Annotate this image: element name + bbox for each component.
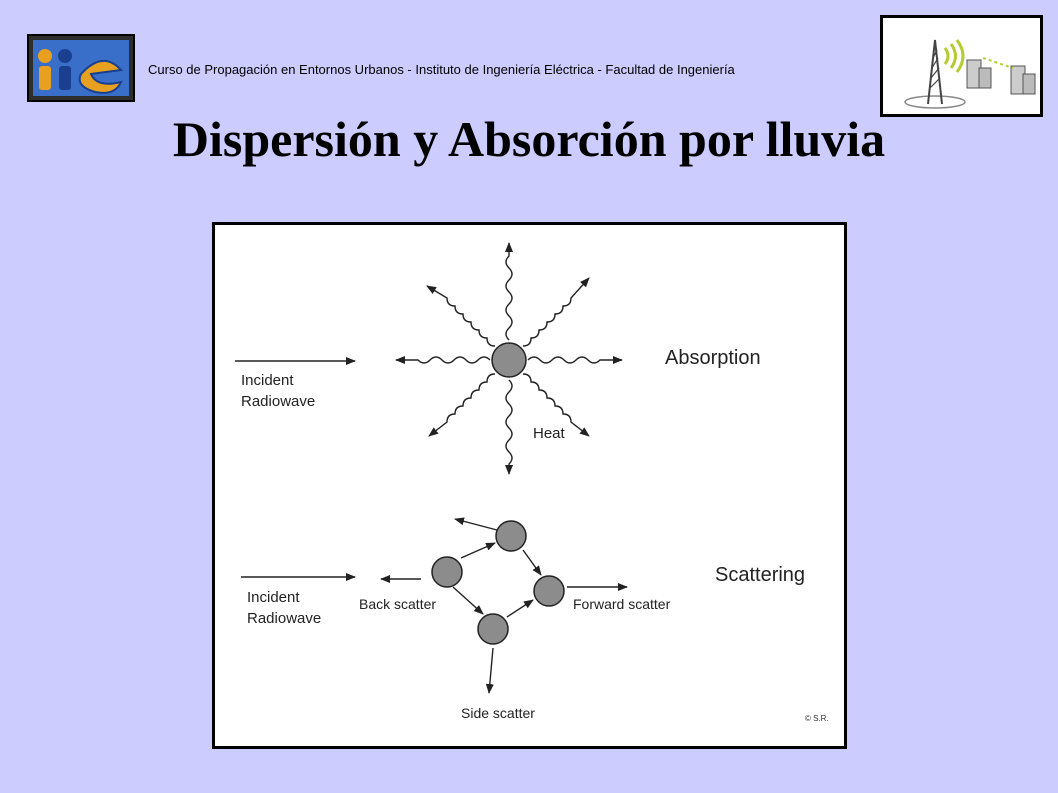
side-scatter-arrow — [485, 647, 494, 694]
rain-figure: Incident Radiowave — [212, 222, 847, 749]
scatter-arrow-1-to-bottom — [452, 586, 484, 615]
scattering-incident-line1: Incident — [247, 589, 300, 606]
scatter-raindrop-bottom — [477, 613, 509, 645]
scatter-arrow-top-out — [454, 517, 498, 531]
scatter-raindrop-left — [431, 556, 463, 588]
course-header-text: Curso de Propagación en Entornos Urbanos… — [148, 62, 735, 77]
heat-ray-lower-left — [428, 373, 496, 437]
scattering-section: Incident Radiowave — [241, 517, 805, 721]
heat-ray-up — [505, 242, 513, 341]
absorption-incident-line1: Incident — [241, 372, 294, 389]
scatter-raindrop-right — [533, 575, 565, 607]
heat-ray-lower-right — [522, 373, 590, 437]
heat-label: Heat — [533, 425, 566, 442]
side-scatter-label: Side scatter — [461, 705, 535, 721]
absorption-section: Incident Radiowave — [235, 242, 761, 475]
scatter-arrow-bottom-to-right — [506, 599, 534, 618]
scattering-label: Scattering — [715, 564, 805, 586]
heat-ray-down — [505, 379, 513, 475]
copyright-text: © S.R. — [805, 714, 829, 723]
antenna-logo — [880, 15, 1043, 117]
back-scatter-label: Back scatter — [359, 596, 436, 612]
absorption-incident-line2: Radiowave — [241, 393, 315, 410]
iie-logo — [27, 34, 135, 102]
absorption-raindrop — [491, 342, 527, 378]
scatter-arrow-1-to-top — [460, 542, 496, 559]
iie-logo-icon — [29, 36, 133, 100]
absorption-label: Absorption — [665, 347, 761, 369]
heat-ray-upper-right — [522, 277, 590, 347]
slide-title: Dispersión y Absorción por lluvia — [172, 111, 886, 167]
heat-ray-upper-left — [426, 285, 496, 347]
heat-ray-left — [395, 356, 491, 364]
heat-ray-right — [527, 356, 623, 364]
antenna-buildings-icon — [904, 39, 1036, 109]
scatter-arrow-top-to-right — [522, 549, 542, 576]
rain-diagram: Incident Radiowave — [235, 242, 829, 723]
scatter-raindrop-top — [495, 520, 527, 552]
scattering-incident-line2: Radiowave — [247, 610, 321, 627]
forward-scatter-label: Forward scatter — [573, 596, 671, 612]
